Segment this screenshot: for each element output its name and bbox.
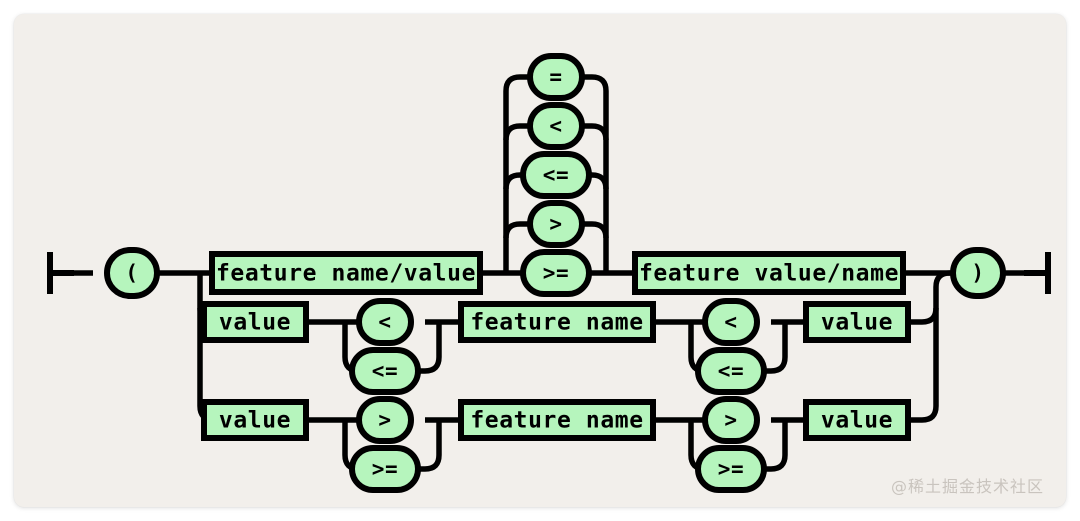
row2-value-left-box [201,301,309,343]
node-row2-lt-left[interactable]: < [356,298,414,346]
railroad-diagram: ( feature name/value = < <= > [47,53,1051,493]
rail-row3-gte2-merge [764,420,788,472]
rail-ops-right-spine [582,74,609,273]
node-row3-value-right[interactable]: value [803,399,911,441]
row3-value-left-label: value [219,408,291,434]
feature-value-name-box [632,251,906,295]
node-row2-value-left[interactable]: value [201,301,309,343]
row2-lte-left-pill [349,347,421,395]
node-row3-feature-name[interactable]: feature name [458,399,656,441]
row3-gte-right-pill [695,445,767,493]
row3-feature-name-label: feature name [470,408,643,434]
operator-lt-label: < [549,114,562,138]
feature-name-value-box [209,251,483,295]
watermark: @稀土掘金技术社区 [890,477,1044,496]
rail-ops-right-from-lt [582,123,609,141]
node-row3-gte-left[interactable]: >= [349,445,421,493]
rail-row3-gte-merge [418,420,442,472]
row3-value-right-label: value [821,408,893,434]
row2-value-right-box [803,301,911,343]
row2-feature-name-box [458,301,656,343]
rail-row2-lte2-merge [764,322,788,374]
row3-value-right-box [803,399,911,441]
operator-lte-label: <= [543,163,570,187]
rail-ops-left-to-gt [503,221,530,239]
feature-value-name-label: feature value/name [639,261,899,287]
node-operator-lte[interactable]: <= [520,151,592,199]
row3-gt-right-pill [702,396,760,444]
row3-value-left-box [201,399,309,441]
feature-name-value-label: feature name/value [216,261,476,287]
row3-gte-left-label: >= [372,457,399,481]
open-paren-label: ( [125,261,138,285]
operator-eq-pill [527,53,585,101]
node-row3-gt-right[interactable]: > [702,396,760,444]
node-operator-lt[interactable]: < [527,102,585,150]
rail-row2-lte-merge [418,322,442,374]
operator-eq-label: = [549,65,562,89]
node-operator-gte[interactable]: >= [520,249,592,297]
node-open-paren[interactable]: ( [104,247,160,299]
rail-ops-left-to-lte [503,172,523,190]
row2-lt-right-label: < [724,310,737,334]
node-operator-eq[interactable]: = [527,53,585,101]
node-row2-value-right[interactable]: value [803,301,911,343]
operator-lte-pill [520,151,592,199]
node-row2-lt-right[interactable]: < [702,298,760,346]
rail-left-spine [197,273,217,423]
rail-right-spine-row3 [908,270,951,423]
rail-ops-left-spine [503,74,530,273]
node-row3-gte-right[interactable]: >= [695,445,767,493]
node-close-paren[interactable]: ) [950,247,1006,299]
node-operator-gt[interactable]: > [527,200,585,248]
node-row2-feature-name[interactable]: feature name [458,301,656,343]
row2-lt-right-pill [702,298,760,346]
operator-lt-pill [527,102,585,150]
operator-gte-label: >= [543,261,570,285]
node-row3-gt-left[interactable]: > [356,396,414,444]
node-row2-lte-right[interactable]: <= [695,347,767,395]
close-paren-pill [950,247,1006,299]
row2-lte-left-label: <= [372,359,399,383]
node-row2-lte-left[interactable]: <= [349,347,421,395]
row2-lte-right-label: <= [718,359,745,383]
row2-feature-name-label: feature name [470,310,643,336]
node-row3-value-left[interactable]: value [201,399,309,441]
row2-value-left-label: value [219,310,291,336]
rail-right-merge-row2 [908,307,939,325]
row2-lt-left-pill [356,298,414,346]
node-feature-value-name[interactable]: feature value/name [632,251,906,295]
row3-gte-left-pill [349,445,421,493]
operator-gte-pill [520,249,592,297]
row2-value-right-label: value [821,310,893,336]
operator-gt-label: > [549,212,562,236]
rail-ops-right-from-lte [589,172,609,190]
row3-feature-name-box [458,399,656,441]
close-paren-label: ) [971,261,984,285]
rail-ops-left-to-lt [503,123,530,141]
row2-lte-right-pill [695,347,767,395]
node-feature-name-value[interactable]: feature name/value [209,251,483,295]
row3-gt-left-label: > [378,408,391,432]
rail-ops-right-from-gt [582,221,609,239]
diagram-card: ( feature name/value = < <= > [14,14,1066,507]
row3-gte-right-label: >= [718,457,745,481]
operator-gt-pill [527,200,585,248]
open-paren-pill [104,247,160,299]
row3-gt-left-pill [356,396,414,444]
row3-gt-right-label: > [724,408,737,432]
row2-lt-left-label: < [378,310,391,334]
